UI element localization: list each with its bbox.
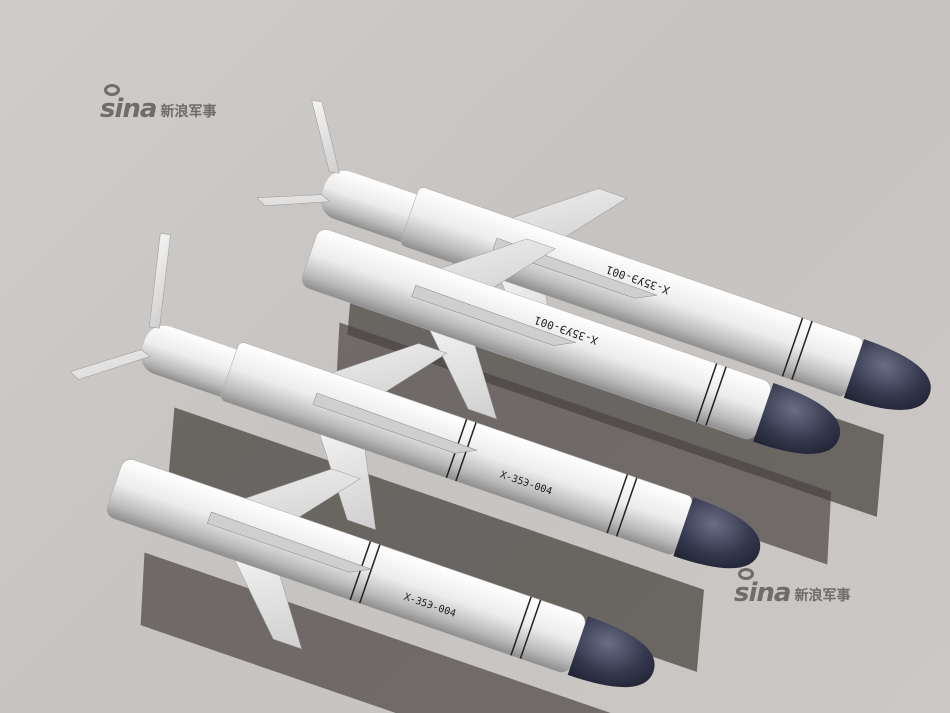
- watermark-top-left: sina 新浪军事: [100, 84, 217, 124]
- missile-3: X-35Э-004: [70, 233, 761, 672]
- sina-eye-icon: [104, 84, 120, 96]
- watermark-text: 新浪军事: [794, 588, 851, 604]
- watermark-logo: sina: [734, 578, 791, 608]
- watermark-text: 新浪军事: [160, 104, 217, 120]
- missile-2: X-35УЭ-001: [301, 229, 841, 565]
- watermark-logo: sina: [100, 94, 157, 124]
- watermark-bottom-right: sina 新浪军事: [734, 568, 851, 608]
- sina-eye-icon: [738, 568, 754, 580]
- missile-4: X-35Э-004: [106, 459, 655, 713]
